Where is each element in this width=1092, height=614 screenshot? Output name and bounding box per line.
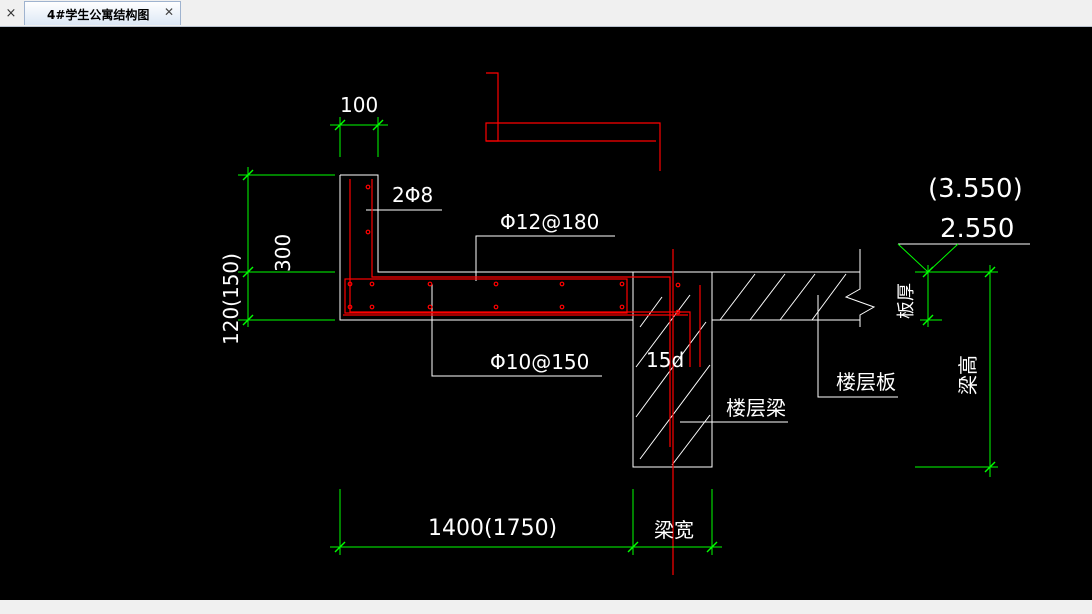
elevation-upper: (3.550) (928, 174, 1023, 204)
dimension-ticks (242, 119, 996, 553)
dim-beam-width: 梁宽 (654, 518, 694, 542)
rebar-top: Φ12@180 (500, 210, 599, 234)
label-floor-beam: 楼层梁 (726, 396, 786, 420)
dim-slab-depth: 板厚 (896, 283, 917, 319)
close-icon[interactable]: × (5, 5, 17, 21)
structure-outline (339, 174, 1030, 468)
status-strip (0, 600, 1092, 614)
elevation-lower: 2.550 (940, 214, 1014, 244)
dim-cantilever-length: 1400(1750) (428, 516, 557, 541)
anchorage-length: 15d (646, 348, 684, 372)
dim-slab-thickness: 120(150) (219, 253, 243, 345)
rebar-top-corner: 2Φ8 (392, 183, 433, 207)
tab-drawing[interactable]: 4#学生公寓结构图 ✕ (24, 1, 181, 25)
rebar-lines (343, 72, 701, 575)
dimension-lines (238, 117, 998, 555)
annotations: 100 2Φ8 Φ12@180 Φ10@150 15d 楼层梁 楼层板 1400… (219, 93, 1023, 542)
rebar-bottom: Φ10@150 (490, 350, 589, 374)
label-floor-slab: 楼层板 (836, 370, 896, 394)
tab-close-icon[interactable]: ✕ (163, 5, 174, 19)
dim-top-width: 100 (340, 93, 378, 117)
tab-title: 4#学生公寓结构图 (47, 8, 150, 22)
cad-drawing: 100 2Φ8 Φ12@180 Φ10@150 15d 楼层梁 楼层板 1400… (219, 72, 1030, 575)
dim-beam-height: 梁高 (956, 355, 980, 395)
dim-upturn-height: 300 (271, 234, 295, 272)
tab-bar: × 4#学生公寓结构图 ✕ (0, 0, 1092, 27)
drawing-canvas[interactable]: 100 2Φ8 Φ12@180 Φ10@150 15d 楼层梁 楼层板 1400… (0, 27, 1092, 600)
